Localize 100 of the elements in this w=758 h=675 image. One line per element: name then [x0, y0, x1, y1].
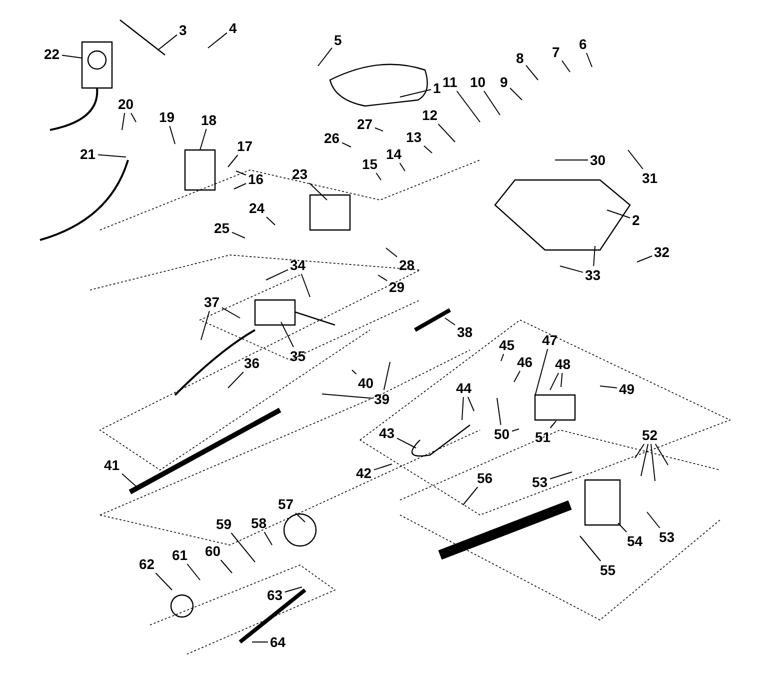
callout-number: 2: [632, 213, 640, 227]
callout-number: 16: [248, 172, 264, 186]
leader-line: [400, 89, 432, 98]
callout-number: 51: [535, 430, 551, 444]
callout-number: 61: [172, 548, 188, 562]
callout-number: 60: [205, 544, 221, 558]
leader-line: [234, 183, 246, 190]
callout-number: 10: [470, 75, 486, 89]
callout-number: 53: [659, 530, 675, 544]
callout-number: 33: [585, 268, 601, 282]
leader-line: [580, 536, 602, 562]
leader-line: [236, 170, 246, 176]
callout-number: 44: [456, 381, 472, 395]
leader-line: [318, 47, 332, 66]
leader-line: [512, 428, 520, 432]
callout-number: 3: [179, 23, 187, 37]
callout-number: 58: [251, 516, 267, 530]
callout-number: 63: [267, 588, 283, 602]
callout-number: 11: [442, 75, 458, 89]
leader-line: [606, 210, 630, 218]
leader-line: [200, 310, 210, 340]
leader-line: [232, 232, 246, 238]
leader-line: [374, 127, 384, 132]
leader-line: [586, 52, 592, 68]
callout-number: 56: [477, 471, 493, 485]
leader-line: [376, 172, 382, 180]
callout-number: 20: [118, 97, 134, 111]
leader-line: [550, 372, 559, 390]
callout-number: 7: [552, 45, 560, 59]
callout-number: 52: [642, 428, 658, 442]
leader-line: [374, 464, 392, 470]
leader-line: [220, 560, 232, 574]
callout-number: 17: [237, 139, 253, 153]
leader-line: [322, 394, 372, 399]
callout-number: 57: [278, 497, 294, 511]
leader-line: [634, 444, 645, 458]
leader-line: [496, 398, 502, 426]
leader-line: [264, 532, 272, 546]
callout-number: 9: [500, 75, 508, 89]
leader-line: [628, 150, 644, 170]
leader-line: [308, 182, 328, 200]
leader-line: [510, 88, 522, 100]
leader-line: [98, 154, 126, 158]
leader-line: [550, 420, 556, 428]
callout-number: 37: [204, 295, 220, 309]
callout-number: 42: [356, 466, 372, 480]
leader-line: [640, 444, 648, 476]
leader-line: [593, 246, 596, 266]
leader-line: [169, 126, 176, 144]
leader-line: [560, 266, 584, 273]
leader-line: [284, 586, 302, 592]
leader-line: [222, 307, 240, 318]
callout-number: 18: [201, 113, 217, 127]
leader-line: [208, 32, 228, 48]
leader-line: [484, 90, 500, 116]
leader-line: [618, 522, 627, 532]
leader-line: [462, 486, 478, 506]
leader-line: [122, 112, 126, 130]
callout-number: 48: [555, 357, 571, 371]
leader-line: [230, 532, 256, 562]
leader-line: [155, 572, 172, 590]
callout-number: 46: [517, 355, 533, 369]
callout-number: 14: [386, 147, 402, 161]
leader-line: [562, 60, 570, 72]
leader-line: [500, 354, 504, 362]
leader-line: [295, 512, 306, 522]
callout-number: 39: [374, 392, 390, 406]
leader-line: [424, 145, 432, 154]
leader-line: [396, 438, 416, 448]
leader-line: [386, 248, 398, 258]
leader-line: [378, 274, 388, 282]
callout-number: 53: [532, 475, 548, 489]
leader-line: [526, 64, 538, 80]
leader-line: [186, 564, 200, 580]
callout-number: 1: [433, 81, 441, 95]
callout-number: 64: [270, 635, 286, 649]
callout-number: 22: [44, 47, 60, 61]
callout-number: 24: [249, 201, 265, 215]
callout-number: 47: [542, 333, 558, 347]
callout-number: 12: [422, 108, 438, 122]
leader-line: [62, 54, 82, 58]
leader-line: [444, 318, 456, 326]
leader-line: [560, 372, 563, 388]
callout-number: 28: [399, 258, 415, 272]
callout-number: 62: [139, 557, 155, 571]
callout-number: 50: [494, 427, 510, 441]
leader-line: [158, 34, 178, 50]
callout-number: 8: [516, 51, 524, 65]
leader-line: [342, 142, 352, 148]
callout-number: 43: [379, 426, 395, 440]
callout-number: 30: [590, 153, 606, 167]
callout-number: 26: [324, 131, 340, 145]
callout-number: 45: [499, 338, 515, 352]
callout-number: 31: [642, 171, 658, 185]
callout-number: 49: [619, 382, 635, 396]
callout-number: 41: [104, 458, 120, 472]
leader-line: [228, 154, 238, 168]
leader-line: [399, 162, 406, 172]
callout-number: 27: [357, 117, 373, 131]
callout-number: 15: [362, 157, 378, 171]
